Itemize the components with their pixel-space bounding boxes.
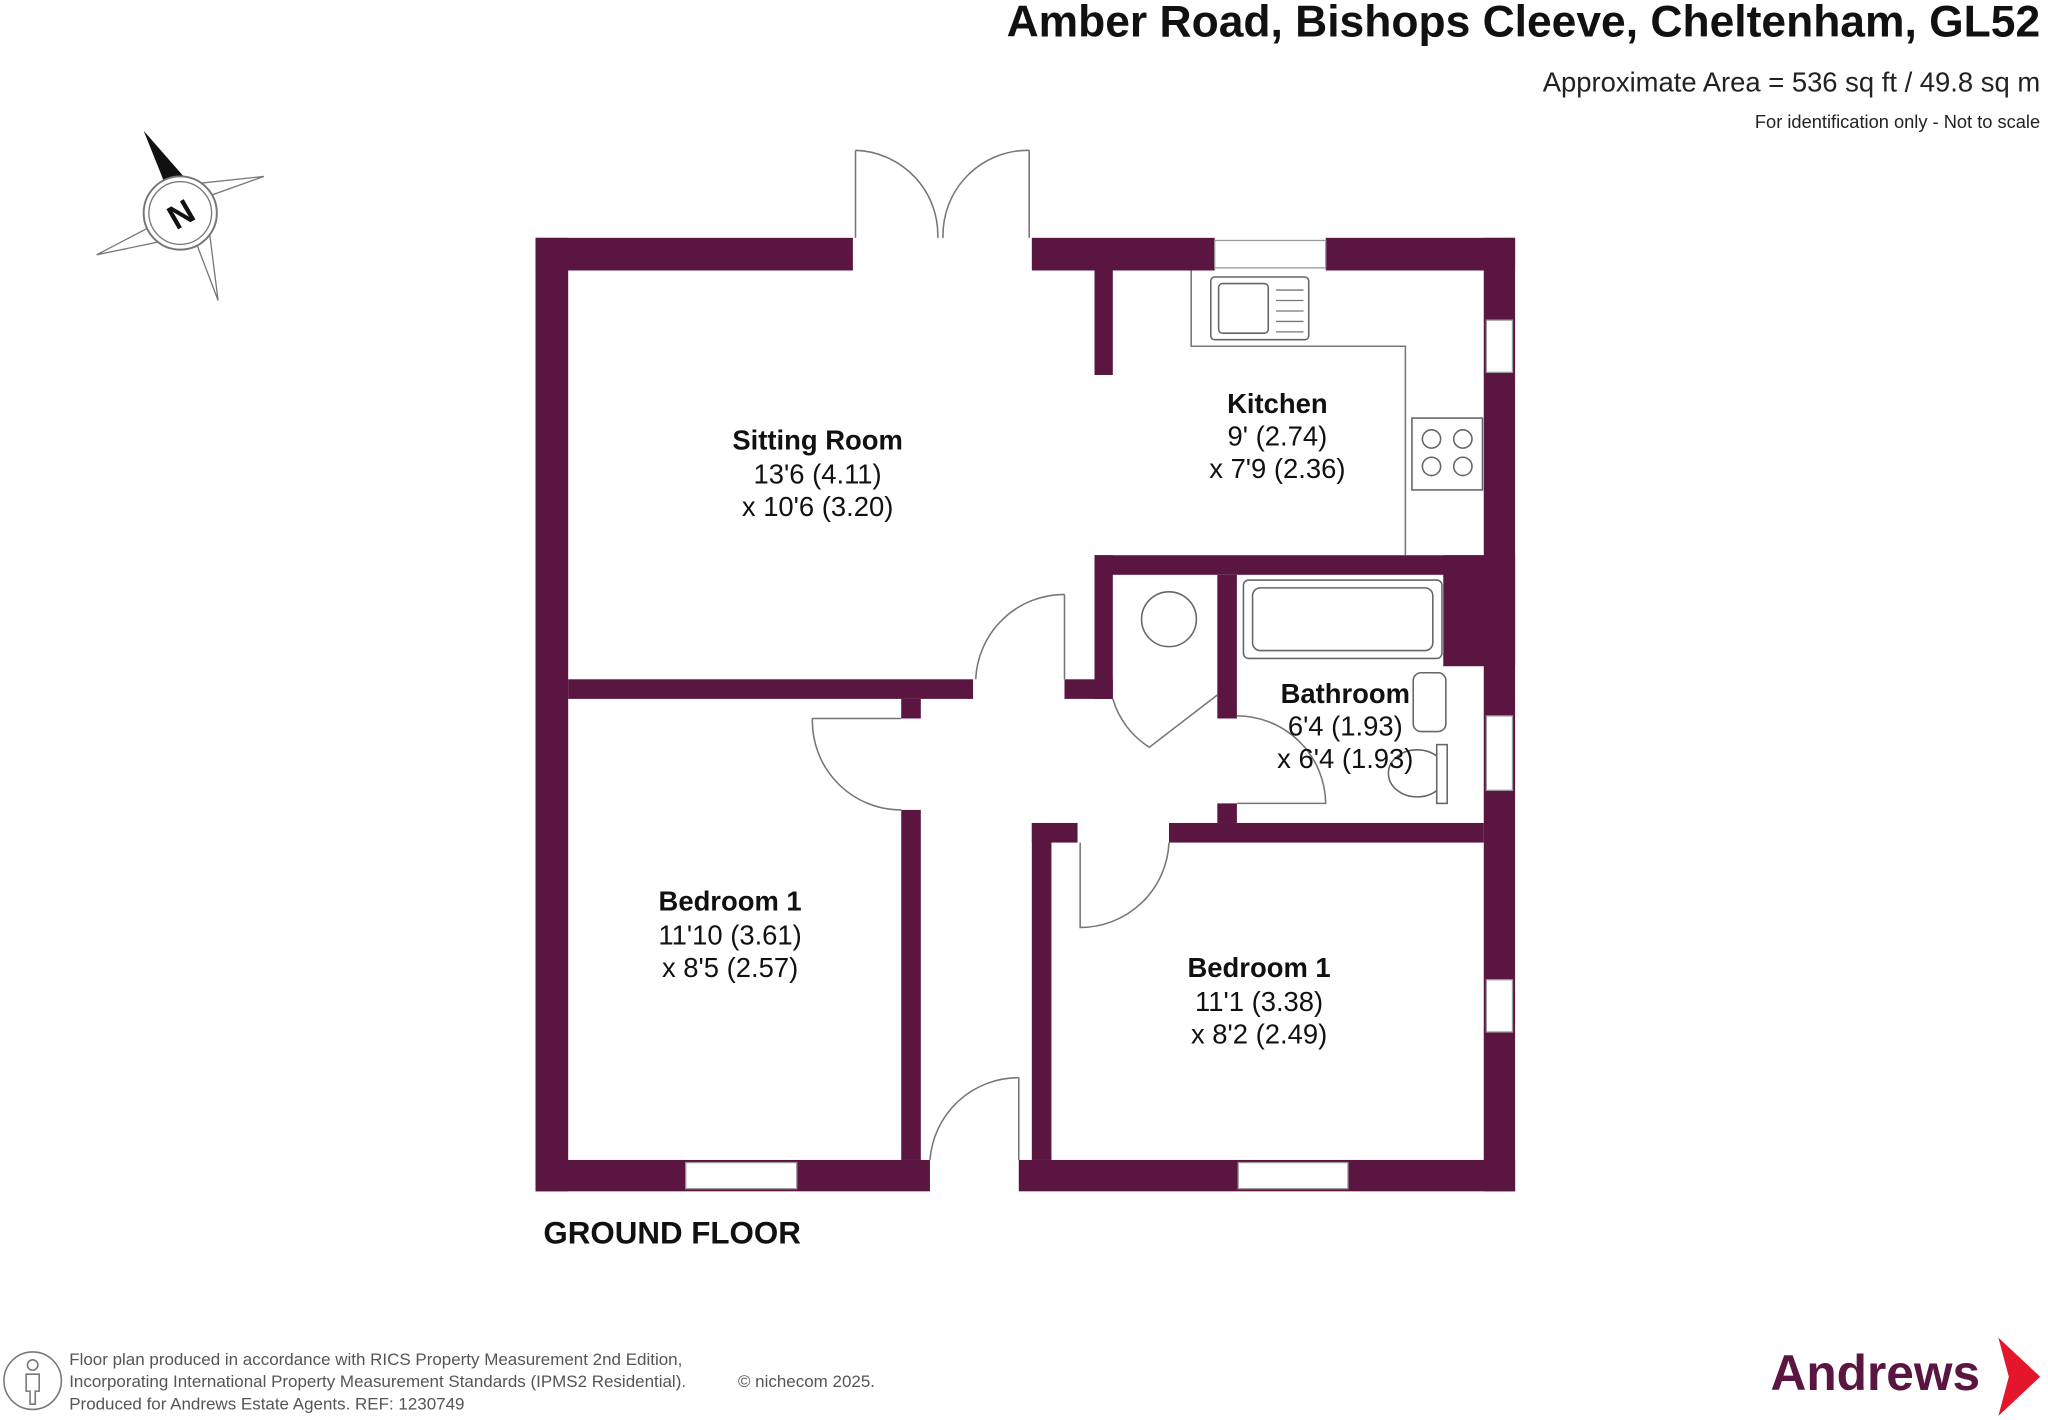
svg-text:Sitting Room: Sitting Room xyxy=(732,424,903,455)
svg-text:Andrews: Andrews xyxy=(1771,1345,1981,1401)
room-bathroom: Bathroom 6'4 (1.93) x 6'4 (1.93) xyxy=(1277,678,1413,774)
windows xyxy=(685,239,1514,1190)
copyright: © nichecom 2025. xyxy=(738,1372,875,1391)
svg-text:13'6 (4.11): 13'6 (4.11) xyxy=(754,458,882,489)
svg-text:Kitchen: Kitchen xyxy=(1227,388,1328,419)
svg-text:Bedroom 1: Bedroom 1 xyxy=(659,885,802,916)
room-bedroom-1-right: Bedroom 1 11'1 (3.38) x 8'2 (2.49) xyxy=(1188,952,1331,1050)
fixtures xyxy=(1140,270,1484,805)
svg-text:x 6'4 (1.93): x 6'4 (1.93) xyxy=(1277,743,1413,774)
area-text: Approximate Area = 536 sq ft / 49.8 sq m xyxy=(1543,67,2040,98)
person-icon xyxy=(3,1351,63,1411)
svg-text:x 7'9 (2.36): x 7'9 (2.36) xyxy=(1209,453,1345,484)
room-sitting-room: Sitting Room 13'6 (4.11) x 10'6 (3.20) xyxy=(732,424,903,522)
svg-text:x 10'6 (3.20): x 10'6 (3.20) xyxy=(742,491,893,522)
footer-line-2: Incorporating International Property Mea… xyxy=(69,1372,686,1391)
footer-line-3: Produced for Andrews Estate Agents. REF:… xyxy=(69,1394,464,1413)
room-bedroom-1-left: Bedroom 1 11'10 (3.61) x 8'5 (2.57) xyxy=(658,885,801,983)
room-kitchen: Kitchen 9' (2.74) x 7'9 (2.36) xyxy=(1209,388,1345,484)
page-title: Amber Road, Bishops Cleeve, Cheltenham, … xyxy=(1007,0,2041,47)
walls xyxy=(535,237,1516,1192)
floor-label: GROUND FLOOR xyxy=(543,1216,801,1251)
svg-text:Bedroom 1: Bedroom 1 xyxy=(1188,952,1331,983)
svg-text:6'4 (1.93): 6'4 (1.93) xyxy=(1288,710,1403,741)
svg-text:11'10 (3.61): 11'10 (3.61) xyxy=(658,919,801,950)
footer-line-1: Floor plan produced in accordance with R… xyxy=(69,1350,682,1369)
andrews-logo: Andrews xyxy=(1771,1337,2041,1416)
svg-text:x 8'5 (2.57): x 8'5 (2.57) xyxy=(662,952,798,983)
svg-text:x 8'2 (2.49): x 8'2 (2.49) xyxy=(1191,1019,1327,1050)
svg-text:11'1 (3.38): 11'1 (3.38) xyxy=(1195,986,1323,1017)
svg-text:Bathroom: Bathroom xyxy=(1281,678,1410,709)
compass-icon: N xyxy=(96,130,265,301)
svg-text:9' (2.74): 9' (2.74) xyxy=(1228,421,1328,452)
disclaimer: For identification only - Not to scale xyxy=(1755,111,2040,132)
door-swings xyxy=(811,149,1327,1161)
